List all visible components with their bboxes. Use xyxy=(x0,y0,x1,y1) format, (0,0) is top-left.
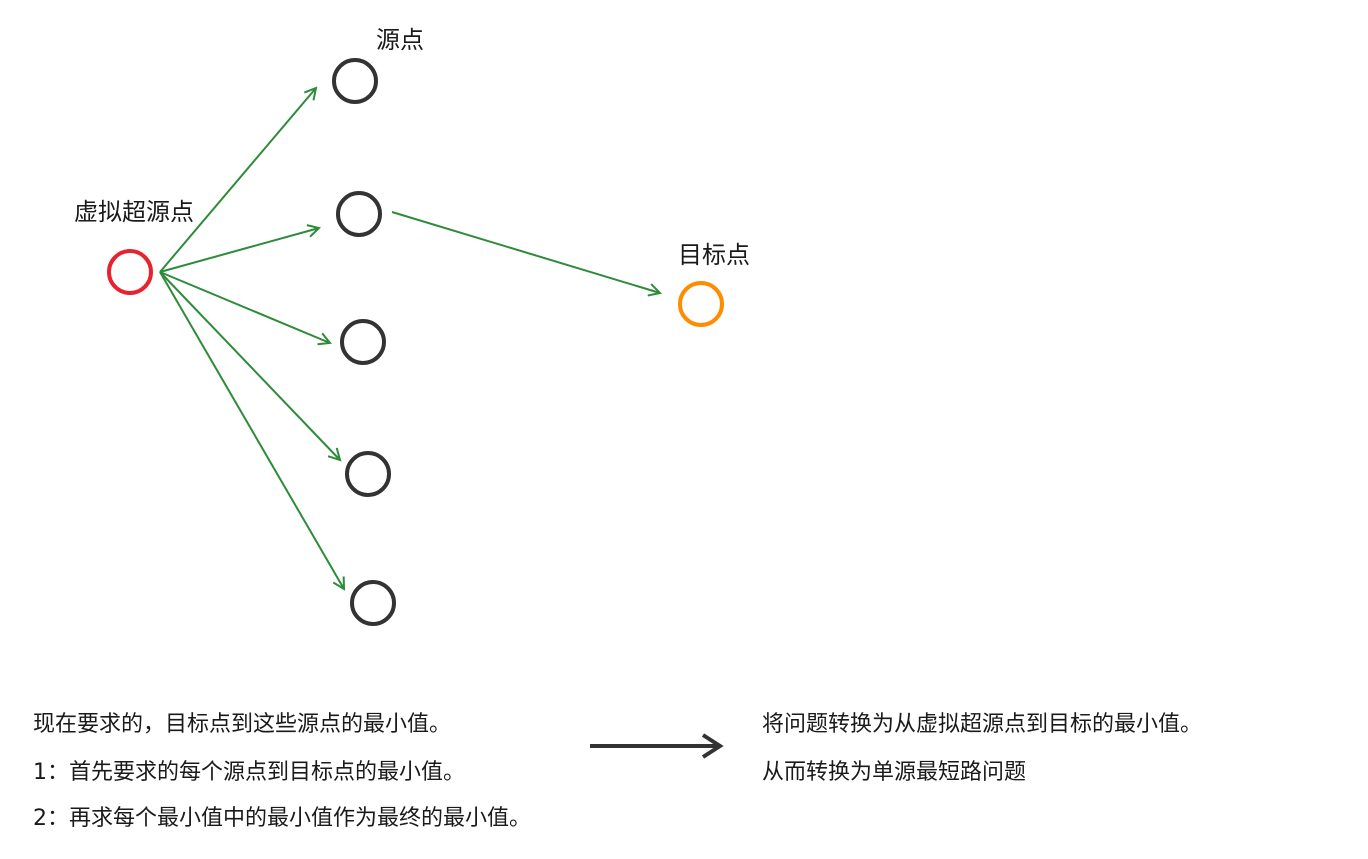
source-label: 源点 xyxy=(376,26,424,54)
source-node-5 xyxy=(350,580,396,626)
edge-super-source-to-source-1 xyxy=(159,88,316,273)
left-note-line-3: 2：再求每个最小值中的最小值作为最终的最小值。 xyxy=(33,806,531,831)
edge-super-source-to-source-2 xyxy=(159,228,319,273)
target-label: 目标点 xyxy=(678,241,750,269)
left-note-line-1: 现在要求的，目标点到这些源点的最小值。 xyxy=(33,712,452,737)
right-note-line-2: 从而转换为单源最短路问题 xyxy=(762,760,1027,785)
transform-arrow-icon xyxy=(701,733,724,759)
source-node-2 xyxy=(336,191,382,237)
edge-super-source-to-source-5 xyxy=(159,271,344,589)
edge-super-source-to-source-4 xyxy=(159,271,340,460)
edge-super-source-to-source-3 xyxy=(159,271,330,343)
target-node xyxy=(678,281,724,327)
left-note-line-2: 1：首先要求的每个源点到目标点的最小值。 xyxy=(33,760,465,785)
edge-source-2-to-target xyxy=(391,211,660,293)
right-note-line-1: 将问题转换为从虚拟超源点到目标的最小值。 xyxy=(762,712,1203,737)
source-node-4 xyxy=(345,451,391,497)
super-source-node xyxy=(107,249,153,295)
source-node-1 xyxy=(332,58,378,104)
source-node-3 xyxy=(340,319,386,365)
super-source-label: 虚拟超源点 xyxy=(74,198,194,226)
